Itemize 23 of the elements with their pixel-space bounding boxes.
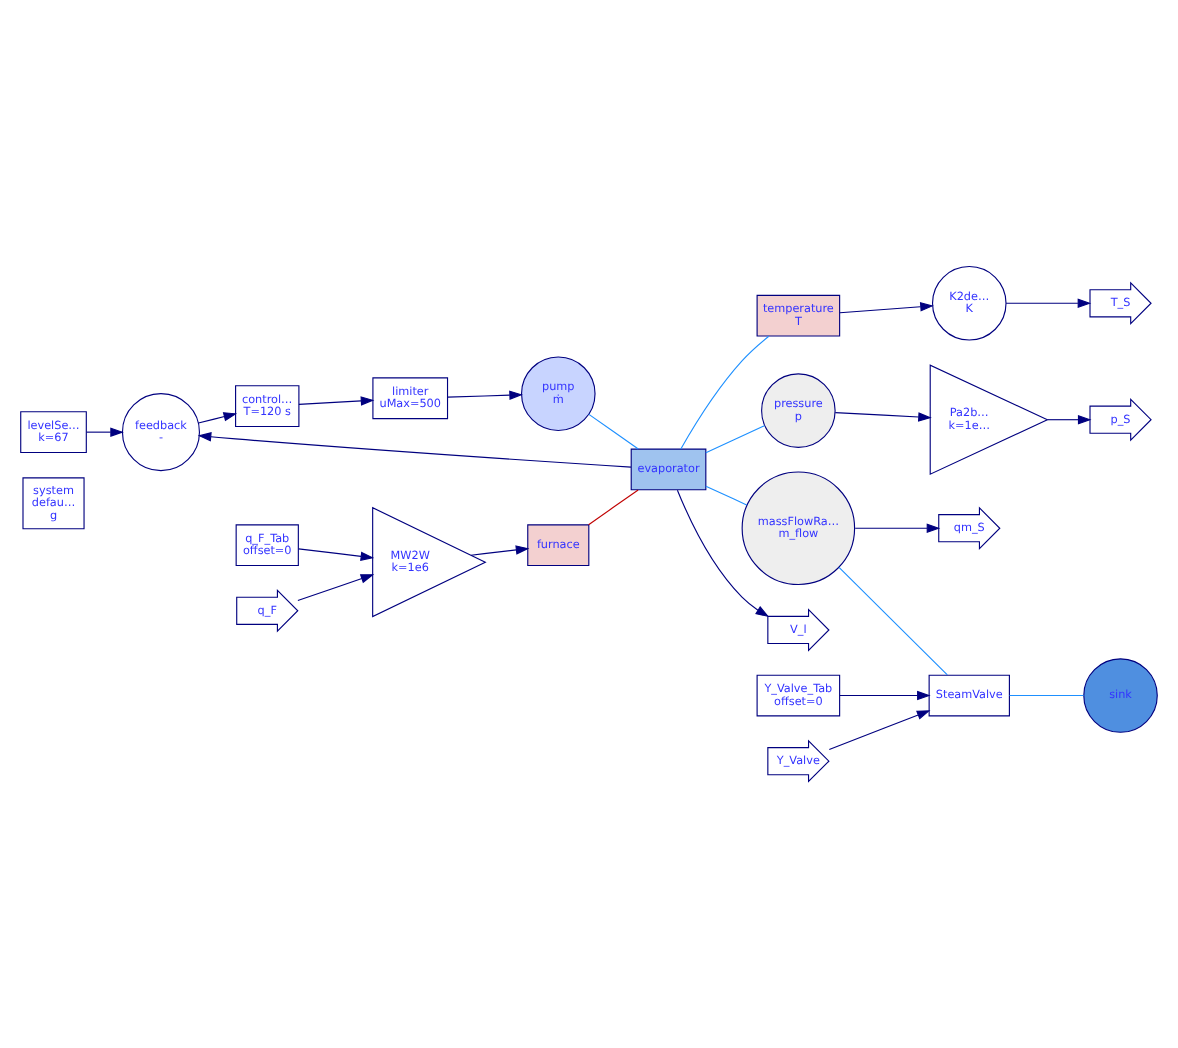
arrow xyxy=(834,412,932,422)
arrow xyxy=(470,545,530,556)
arrow xyxy=(297,574,375,602)
arrow xyxy=(676,489,770,618)
connector xyxy=(680,335,770,450)
arrow xyxy=(839,690,931,701)
arrow xyxy=(854,523,941,533)
arrow xyxy=(298,396,375,406)
connector xyxy=(588,413,639,450)
connector xyxy=(588,489,639,526)
arrow xyxy=(447,390,523,400)
arrow xyxy=(839,302,934,314)
connector xyxy=(705,485,748,506)
connector xyxy=(705,425,765,454)
connector xyxy=(1008,695,1085,697)
arrow xyxy=(85,427,124,437)
arrow xyxy=(1046,414,1092,425)
arrow xyxy=(197,412,238,424)
arrow xyxy=(298,548,375,562)
arrow xyxy=(1005,298,1092,308)
arrow xyxy=(197,432,632,468)
arrow xyxy=(828,710,931,751)
connector xyxy=(838,566,948,676)
